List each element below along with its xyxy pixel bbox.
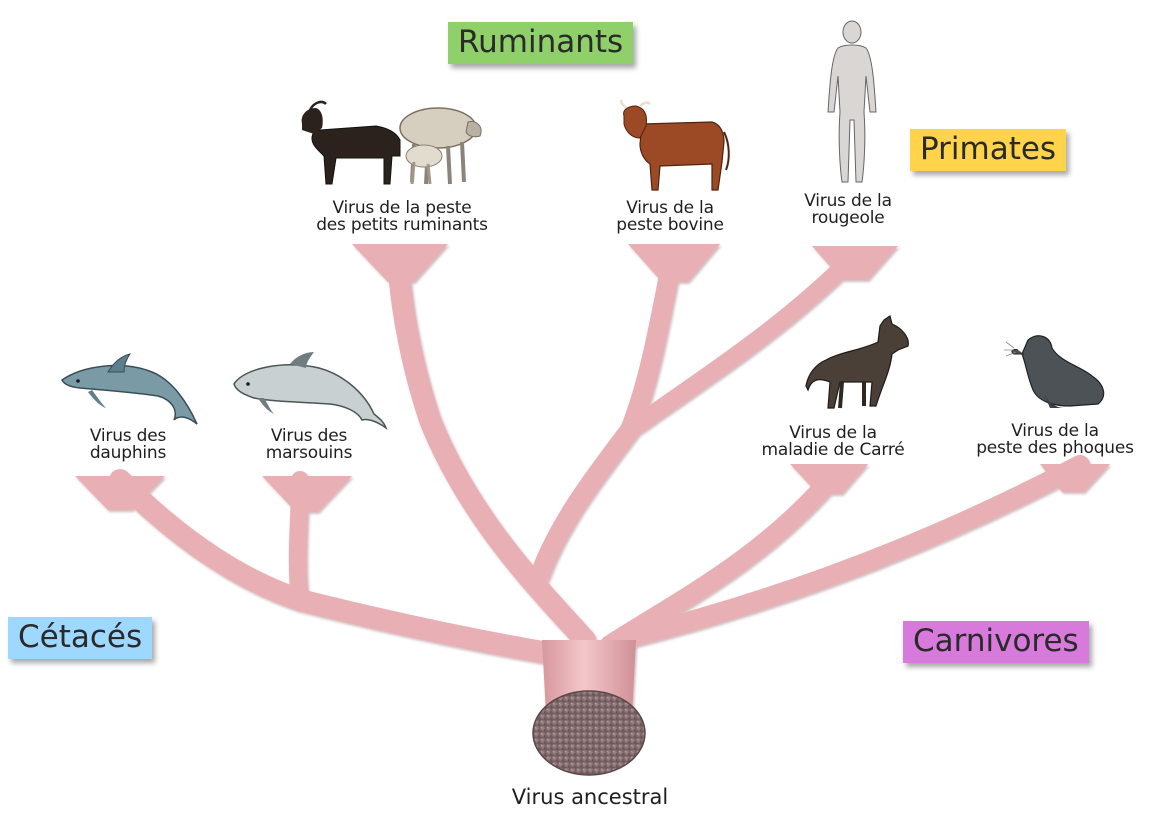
- porpoise-icon: [234, 352, 386, 428]
- virus-label-ppr: Virus de la peste des petits ruminants: [316, 200, 488, 234]
- seal-icon: [1004, 336, 1104, 408]
- group-label-ruminants: Ruminants: [448, 22, 633, 64]
- branch-carnivores: [610, 464, 1110, 645]
- dolphin-icon: [62, 354, 197, 424]
- virus-label-line: maladie de Carré: [761, 442, 904, 459]
- cow-icon: [621, 100, 729, 190]
- virus-label-line: peste bovine: [616, 217, 723, 234]
- virus-label-dauphins: Virus des dauphins: [90, 428, 166, 462]
- virus-label-bovine: Virus de la peste bovine: [616, 200, 723, 234]
- dog-icon: [806, 316, 908, 408]
- virus-label-marsouins: Virus des marsouins: [266, 428, 353, 462]
- virus-label-line: marsouins: [266, 445, 353, 462]
- virus-label-rougeole: Virus de la rougeole: [804, 193, 892, 227]
- group-label-cetaces: Cétacés: [8, 617, 152, 659]
- group-label-carnivores: Carnivores: [903, 621, 1089, 663]
- virus-label-phoques: Virus de la peste des phoques: [976, 423, 1134, 457]
- virus-label-carre: Virus de la maladie de Carré: [761, 425, 904, 459]
- group-label-primates: Primates: [910, 129, 1066, 171]
- virus-label-line: dauphins: [90, 445, 166, 462]
- virus-label-line: des petits ruminants: [316, 217, 488, 234]
- goat-and-sheep-icon: [302, 102, 481, 184]
- ancestral-disc: [533, 691, 645, 775]
- root-label: Virus ancestral: [512, 785, 668, 809]
- human-icon: [828, 21, 876, 182]
- virus-label-line: rougeole: [804, 210, 892, 227]
- virus-label-line: peste des phoques: [976, 440, 1134, 457]
